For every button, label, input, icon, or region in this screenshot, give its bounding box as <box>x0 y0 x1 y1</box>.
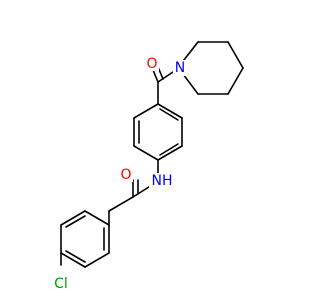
bond-ring1-f <box>133 103 159 119</box>
bond-carbonyl-o-a <box>152 69 159 83</box>
bond-layer <box>60 41 244 268</box>
bond-ring1-a <box>157 103 183 119</box>
nitrogen-piperidine-label: N <box>175 60 185 76</box>
molecule-structure-diagram: O N O NH Cl <box>52 41 244 292</box>
bond-nh-carbonyl <box>132 184 153 198</box>
oxygen-top-label: O <box>146 56 157 72</box>
bond-c2-c3 <box>227 41 244 69</box>
bond-carbonyl2-ch2 <box>108 196 134 212</box>
bond-ring2-a <box>84 210 110 226</box>
bond-ring2-inner-a <box>65 215 86 228</box>
chlorine-bg <box>52 276 72 292</box>
oxygen-mid-label: O <box>120 167 131 183</box>
bond-ring1-c <box>157 145 183 161</box>
amide-nh-label: NH <box>152 173 173 189</box>
nitrogen-piperidine-bg <box>173 60 187 76</box>
bond-c3-c4 <box>227 67 244 95</box>
bond-ring2-d <box>60 252 86 268</box>
bond-ring2-inner-b <box>65 250 86 263</box>
bond-ring2-b <box>60 210 86 226</box>
bond-ring2-e <box>84 252 110 268</box>
bond-ring1-d <box>133 145 159 161</box>
bond-ring1-inner-b <box>159 143 179 156</box>
oxygen-mid-bg <box>119 168 133 182</box>
amide-nh-bg <box>149 173 171 189</box>
oxygen-top-bg <box>145 57 159 71</box>
chlorine-label: Cl <box>54 276 68 292</box>
atom-label-layer: O N O NH Cl <box>52 56 187 292</box>
bond-ring1-inner-a <box>159 108 179 121</box>
